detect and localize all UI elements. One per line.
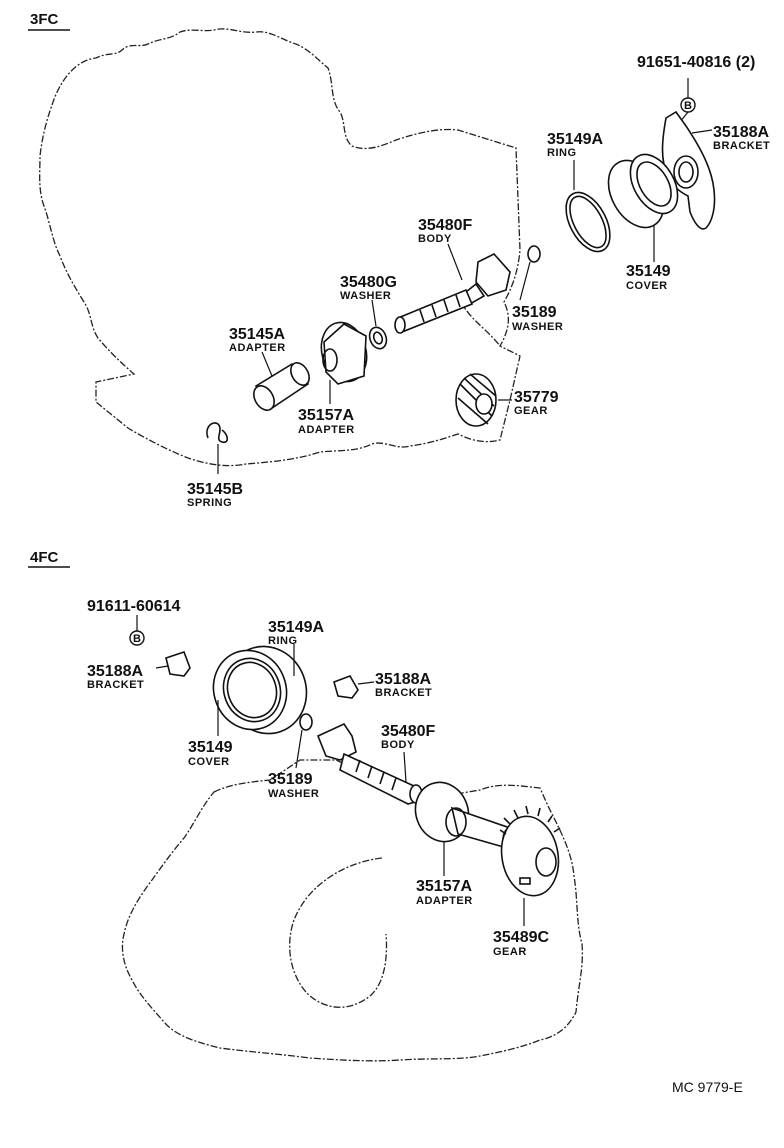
callout-bracket-right-number: 35188A [375,671,431,688]
leader-line [261,351,273,377]
section-4fc: 4FC B 91611-60614 35188A BRACKET 35149A … [28,549,584,1062]
cover-inner [636,161,672,207]
bolt-b-letter: B [133,633,141,645]
adapter-flange [414,781,470,843]
washer-part-3fc [527,245,541,263]
callout-ring-name: RING [268,635,298,647]
leader-line [519,261,531,301]
callout-spring-number: 35145B [187,481,243,498]
bolt-b-letter: B [684,100,692,112]
washer-part-4fc [299,713,313,731]
leader-line [691,129,713,134]
cover-part-3fc [607,153,679,229]
washer-g-part-3fc [368,326,388,350]
callout-washer-number: 35189 [512,304,557,321]
ring-part-inner [226,661,278,719]
callout-washer-g-name: WASHER [340,290,391,302]
body-shaft-end [394,316,406,334]
leader-line [155,665,169,669]
callout-gear-name: GEAR [514,405,548,417]
transmission-case-outline-4fc [121,759,584,1062]
adapter-part-4fc [414,781,518,853]
body-shaft-grooves [355,759,397,791]
washer-g-inner [372,331,384,345]
callout-spring-name: SPRING [187,497,232,509]
callout-washer-name: WASHER [268,788,319,800]
adapter-b-part-3fc [320,321,368,385]
callout-bracket-left-number: 35188A [87,663,143,680]
bolt-symbol-4fc: B [129,615,145,646]
callout-ring-number: 35149A [268,619,324,636]
callout-washer-g-number: 35480G [340,274,397,291]
callout-adapter-b-name: ADAPTER [298,424,355,436]
cover-body [629,153,679,215]
callout-gear-number: 35779 [514,389,559,406]
cover-part-4fc [212,645,308,735]
callout-bolt-number: 91611-60614 [87,598,181,615]
callout-cover-number: 35149 [188,739,233,756]
transmission-case-bell-4fc [288,857,388,1008]
bolt-symbol-3fc: B [679,78,696,123]
ring-part-3fc [565,191,611,253]
section-3fc: 3FC B 91651-40816 (2) 35188A BRACKET 351… [28,11,770,509]
callout-gear-number: 35489C [493,929,549,946]
callout-bracket-number: 35188A [713,124,769,141]
callout-washer-number: 35189 [268,771,313,788]
callout-washer-name: WASHER [512,321,563,333]
callout-adapter-name: ADAPTER [416,895,473,907]
callout-body-name: BODY [418,233,452,245]
callout-adapter-number: 35157A [416,878,472,895]
gear-hub [475,393,493,415]
body-housing [475,253,511,297]
adapter-a-part-3fc [253,362,310,411]
body-shaft-grooves [419,294,461,323]
bracket-hole-inner [678,161,694,183]
adapter-tube-end [253,385,275,411]
callout-body-number: 35480F [381,723,435,740]
callout-cover-number: 35149 [626,263,671,280]
section-title-4fc: 4FC [30,549,59,566]
callout-adapter-b-number: 35157A [298,407,354,424]
leader-line [447,243,463,281]
gear-hub [535,847,557,877]
transmission-case-outline-3fc [39,28,521,467]
callout-bracket-left-name: BRACKET [87,679,144,691]
bracket-hole [673,155,699,189]
body-head [316,722,357,761]
ring-part-4fc [222,657,282,723]
callout-bracket-name: BRACKET [713,140,770,152]
gear-part-3fc [455,373,497,427]
gear-teeth [499,805,561,835]
callout-ring-number: 35149A [547,131,603,148]
body-part-4fc [316,722,424,805]
adapter-bore [322,348,338,372]
body-shaft [397,288,474,334]
callout-body-name: BODY [381,739,415,751]
gear-slot [519,877,531,885]
gear-part-4fc [499,805,561,897]
adapter-tube-far [290,362,310,386]
callout-cover-name: COVER [188,756,230,768]
diagram-code: MC 9779-E [672,1079,743,1095]
adapter-bore [445,807,467,837]
callout-bracket-right-name: BRACKET [375,687,432,699]
leader-line [403,751,407,783]
callout-bolt-number: 91651-40816 (2) [637,54,755,71]
callout-ring-name: RING [547,147,577,159]
leader-line [295,729,303,769]
callout-body-number: 35480F [418,217,472,234]
callout-gear-name: GEAR [493,946,527,958]
callout-adapter-a-number: 35145A [229,326,285,343]
bracket-left-part-4fc [165,650,191,677]
callout-adapter-a-name: ADAPTER [229,342,286,354]
body-part-3fc [394,253,511,334]
callout-cover-name: COVER [626,280,668,292]
leader-line [357,681,375,685]
spring-part-3fc [206,422,229,444]
ring-part-inner [569,195,607,249]
leader-line [371,299,377,327]
section-title-3fc: 3FC [30,11,59,28]
bracket-right-part-4fc [333,675,359,699]
